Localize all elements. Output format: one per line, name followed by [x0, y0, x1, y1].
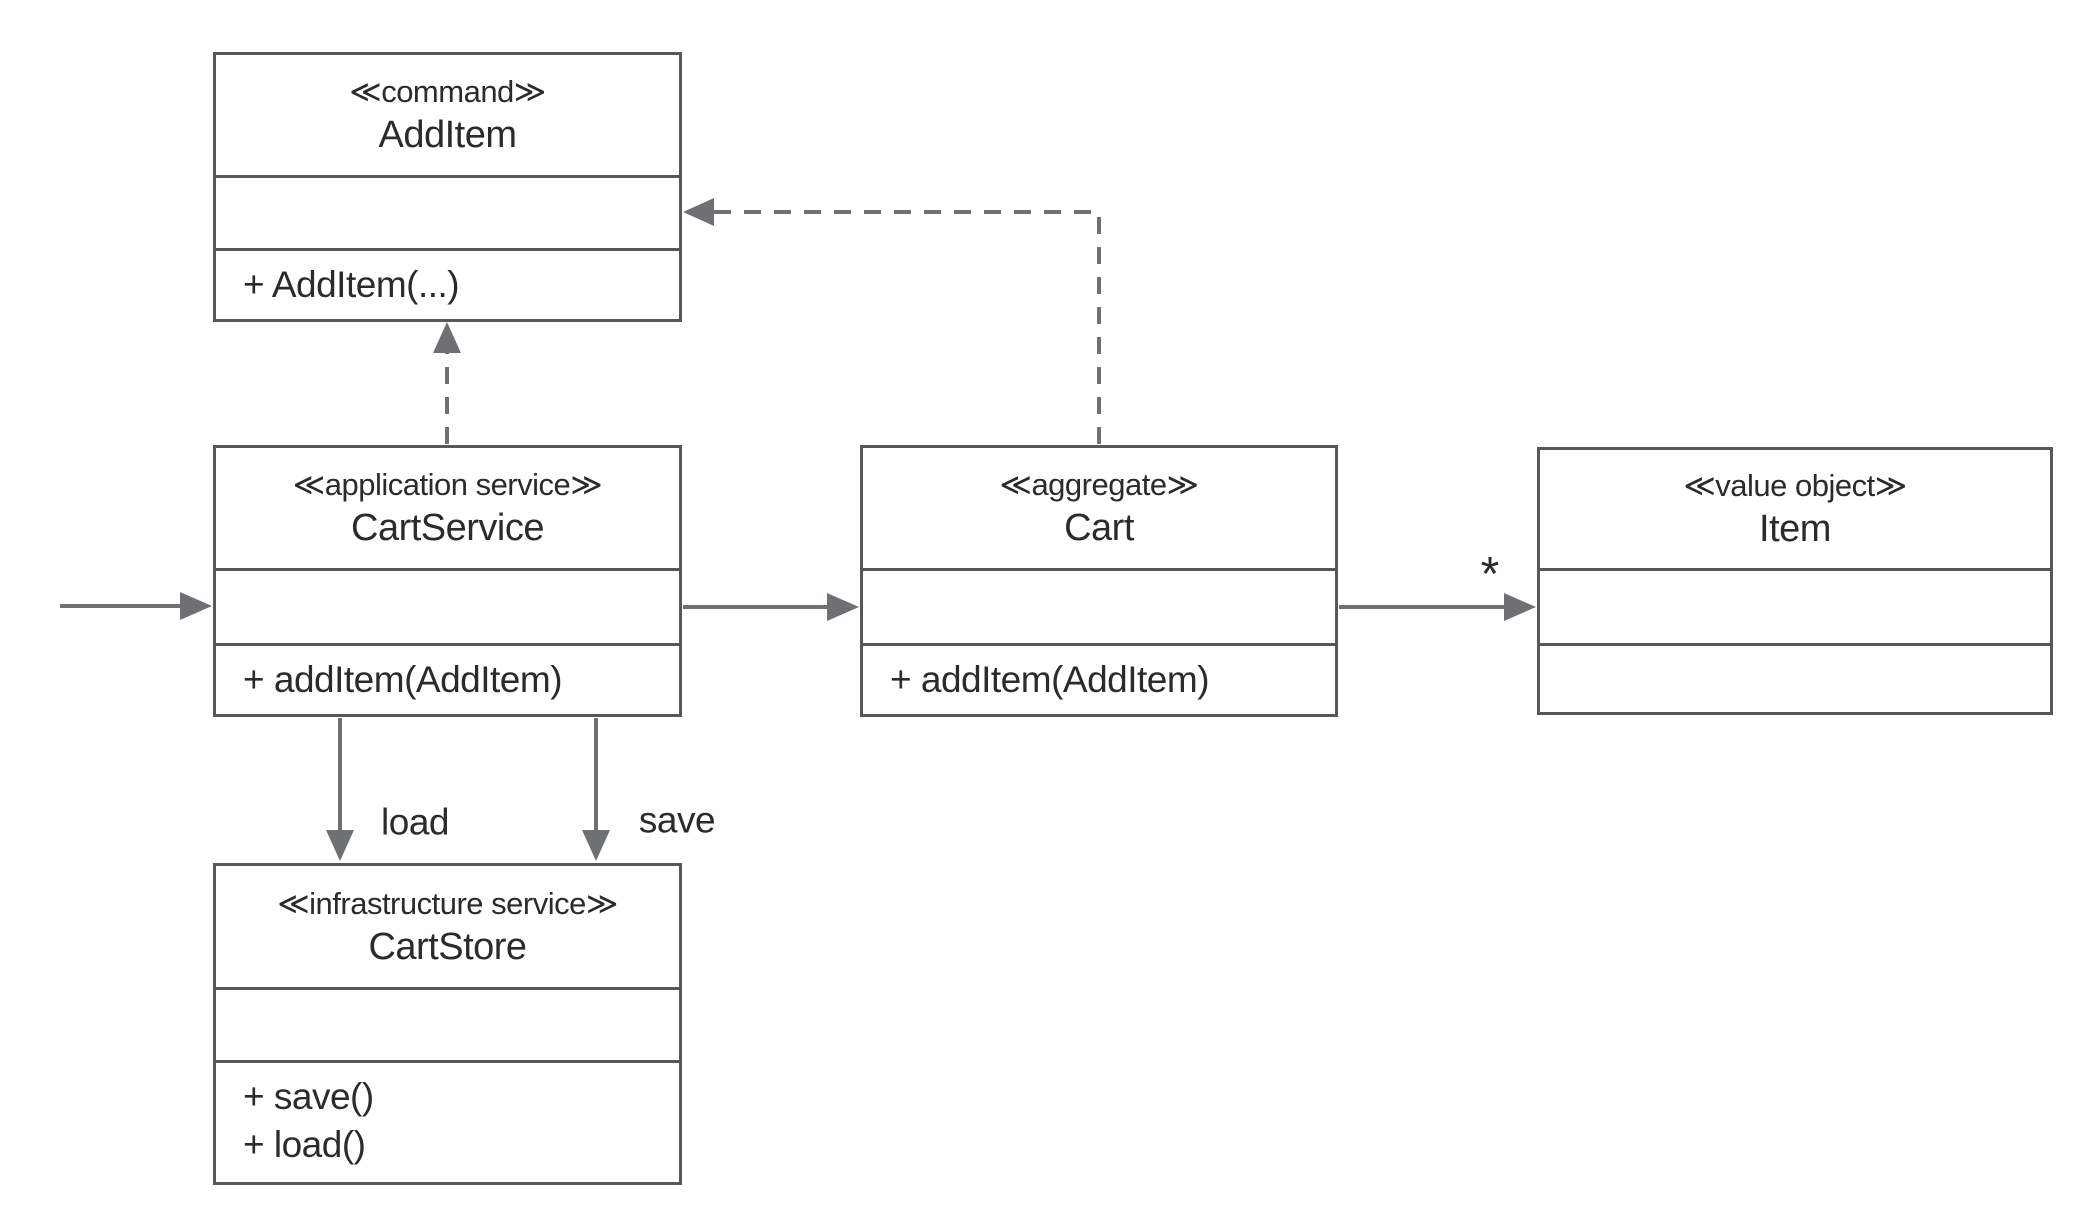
class-box-additem: ≪command≫ AddItem + AddItem(...) — [213, 52, 682, 322]
cartservice-to-additem-dependency-arrow — [433, 322, 461, 444]
additem-operations-compartment: + AddItem(...) — [216, 248, 679, 319]
class-box-cartservice: ≪application service≫ CartService + addI… — [213, 445, 682, 717]
operation-label: + addItem(AddItem) — [243, 659, 563, 700]
operation-label: + AddItem(...) — [243, 264, 460, 305]
cartservice-operations-compartment: + addItem(AddItem) — [216, 643, 679, 714]
save-label: save — [638, 799, 716, 841]
cartstore-operations-compartment: + save() + load() — [216, 1060, 679, 1182]
item-multiplicity-label: * — [1480, 548, 1500, 601]
save-arrow — [582, 718, 610, 861]
cartstore-class-name: CartStore — [368, 925, 527, 968]
cart-attributes-compartment — [863, 568, 1335, 643]
cartservice-stereotype-label: ≪application service≫ — [292, 467, 603, 502]
cartservice-to-cart-association-arrow — [683, 593, 859, 621]
item-stereotype-label: ≪value object≫ — [1683, 468, 1907, 503]
item-attributes-compartment — [1540, 568, 2050, 643]
cart-stereotype-label: ≪aggregate≫ — [999, 467, 1199, 502]
item-title-compartment: ≪value object≫ Item — [1540, 450, 2050, 568]
item-class-name: Item — [1759, 508, 1831, 550]
class-box-item: ≪value object≫ Item — [1537, 447, 2053, 715]
additem-title-compartment: ≪command≫ AddItem — [216, 55, 679, 175]
cartstore-stereotype-label: ≪infrastructure service≫ — [277, 885, 618, 921]
additem-stereotype-label: ≪command≫ — [349, 74, 546, 109]
class-box-cartstore: ≪infrastructure service≫ CartStore + sav… — [213, 863, 682, 1185]
cart-class-name: Cart — [1064, 507, 1134, 549]
cartstore-title-compartment: ≪infrastructure service≫ CartStore — [216, 866, 679, 987]
load-label: load — [381, 801, 449, 843]
cart-operations-compartment: + addItem(AddItem) — [863, 643, 1335, 714]
cartservice-class-name: CartService — [351, 507, 545, 549]
additem-class-name: AddItem — [378, 114, 517, 156]
class-box-cart: ≪aggregate≫ Cart + addItem(AddItem) — [860, 445, 1338, 717]
operation-label: + addItem(AddItem) — [890, 659, 1210, 700]
cart-title-compartment: ≪aggregate≫ Cart — [863, 448, 1335, 568]
cartstore-attributes-compartment — [216, 987, 679, 1060]
additem-attributes-compartment — [216, 175, 679, 248]
load-arrow — [326, 718, 354, 861]
cart-to-additem-dependency-arrow — [683, 198, 1101, 444]
cartservice-attributes-compartment — [216, 568, 679, 643]
item-operations-compartment — [1540, 643, 2050, 712]
external-inflow-arrow — [60, 592, 212, 620]
cartservice-title-compartment: ≪application service≫ CartService — [216, 448, 679, 568]
cart-to-item-association-arrow — [1339, 593, 1536, 621]
operation-label: + load() — [243, 1124, 366, 1165]
operation-label: + save() — [243, 1076, 374, 1117]
